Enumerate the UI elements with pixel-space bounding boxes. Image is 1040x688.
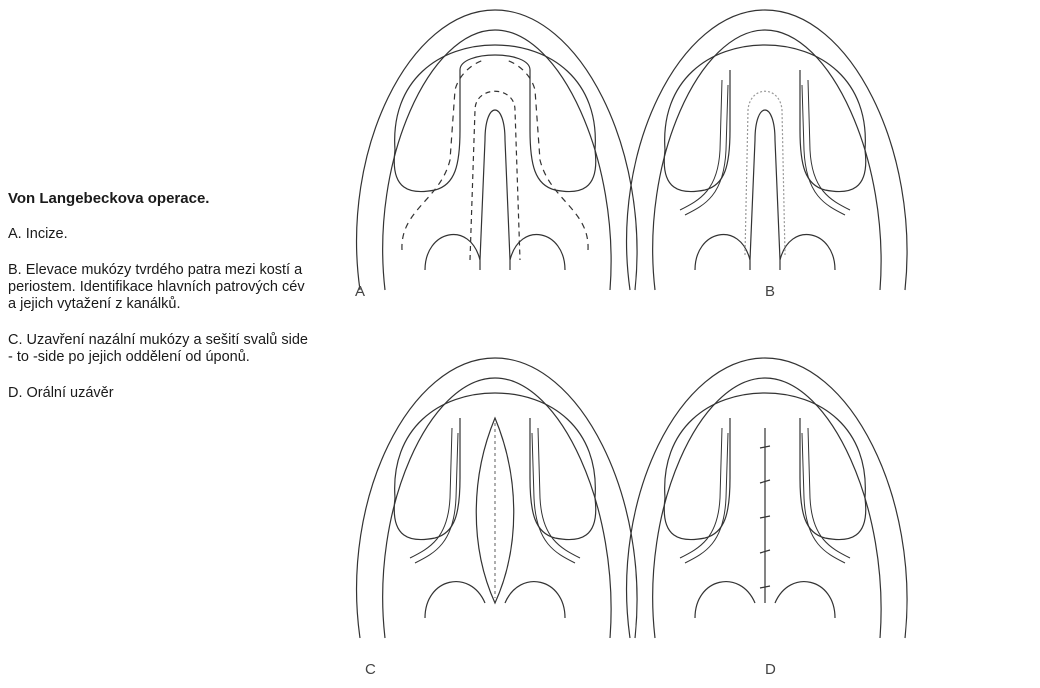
caption-step-a: A. Incize.	[8, 226, 308, 243]
panel-label-c: C	[365, 661, 376, 678]
caption-step-c: C. Uzavření nazální mukózy a sešití sval…	[8, 332, 308, 366]
caption-title: Von Langebeckova operace.	[8, 190, 308, 207]
figure-caption: Von Langebeckova operace. A. Incize. B. …	[8, 190, 308, 421]
panel-label-a: A	[355, 283, 365, 300]
palate-drawing-b	[600, 0, 940, 300]
caption-step-b: B. Elevace mukózy tvrdého patra mezi kos…	[8, 262, 308, 313]
caption-step-d: D. Orální uzávěr	[8, 385, 308, 402]
panel-b: B	[750, 0, 1040, 340]
panel-label-b: B	[765, 283, 775, 300]
panel-label-d: D	[765, 661, 776, 678]
panel-d: D	[750, 348, 1040, 688]
palate-drawing-d	[600, 348, 940, 648]
